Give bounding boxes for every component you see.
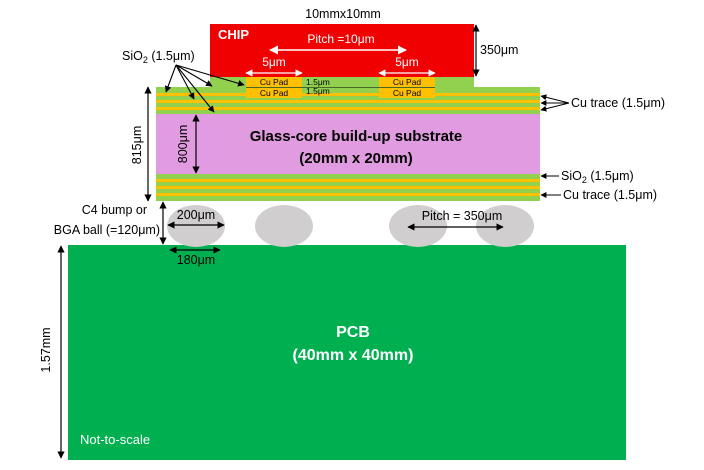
cu-pad-label: Cu Pad <box>393 88 422 98</box>
cu-trace-line <box>156 193 540 196</box>
bump-spacing-label: 180μm <box>177 253 215 267</box>
cu-pad-label: Cu Pad <box>260 77 289 87</box>
pad-gap-label-bottom: 1.5μm <box>306 86 330 96</box>
cu-trace-line <box>156 186 540 189</box>
substrate-title-line1: Glass-core build-up substrate <box>250 128 463 145</box>
pcb-board <box>68 245 626 460</box>
bump-diameter-label: 200μm <box>177 208 215 222</box>
substrate-stack <box>156 87 540 201</box>
sio2-right-label: SiO2 (1.5μm) <box>561 169 634 185</box>
bga-ball <box>255 205 313 247</box>
cu-pad <box>246 88 302 98</box>
chip-size-label: 10mmx10mm <box>305 7 381 21</box>
cu-trace-top-arrows <box>540 94 570 112</box>
bga-ball <box>476 205 534 247</box>
sio2-left-label: SiO2 (1.5μm) <box>122 49 195 65</box>
cu-trace-top-label: Cu trace (1.5μm) <box>571 96 665 110</box>
substrate-title-line2: (20mm x 20mm) <box>299 150 412 167</box>
pcb-label: PCB <box>336 324 370 341</box>
cu-pad-label: Cu Pad <box>260 88 289 98</box>
cu-pad <box>379 88 435 98</box>
cu-pad <box>246 77 302 87</box>
cu-trace-line <box>156 100 540 103</box>
cu-trace-line <box>156 107 540 110</box>
cu-trace-line <box>156 179 540 182</box>
bump-pitch-label: Pitch = 350μm <box>422 209 503 223</box>
substrate-thickness-label: 815μm <box>130 126 144 164</box>
pcb-thickness-label: 1.57mm <box>39 327 53 372</box>
cu-pads <box>246 77 435 98</box>
pad-width-label-left: 5μm <box>262 55 286 69</box>
cu-pad <box>379 77 435 87</box>
chip-label: CHIP <box>218 27 249 42</box>
cu-trace-bottom-label: Cu trace (1.5μm) <box>563 188 657 202</box>
chip-bottom-layer <box>210 77 474 87</box>
pad-gap-label-top: 1.5μm <box>306 77 330 87</box>
chip-thickness-label: 350μm <box>480 43 518 57</box>
bump-label-line2: BGA ball (=120μm) <box>54 223 160 237</box>
sio2-pointer-arrows <box>164 64 245 113</box>
core-thickness-label: 800μm <box>176 125 190 163</box>
chip-pitch-label: Pitch =10μm <box>307 32 374 46</box>
not-to-scale-note: Not-to-scale <box>80 432 150 447</box>
glass-core <box>156 114 540 174</box>
bump-label-line1: C4 bump or <box>82 203 147 217</box>
pad-width-label-right: 5μm <box>395 55 419 69</box>
cu-trace-line <box>156 93 540 96</box>
cu-pad-label: Cu Pad <box>393 77 422 87</box>
pcb-size-label: (40mm x 40mm) <box>293 347 414 364</box>
